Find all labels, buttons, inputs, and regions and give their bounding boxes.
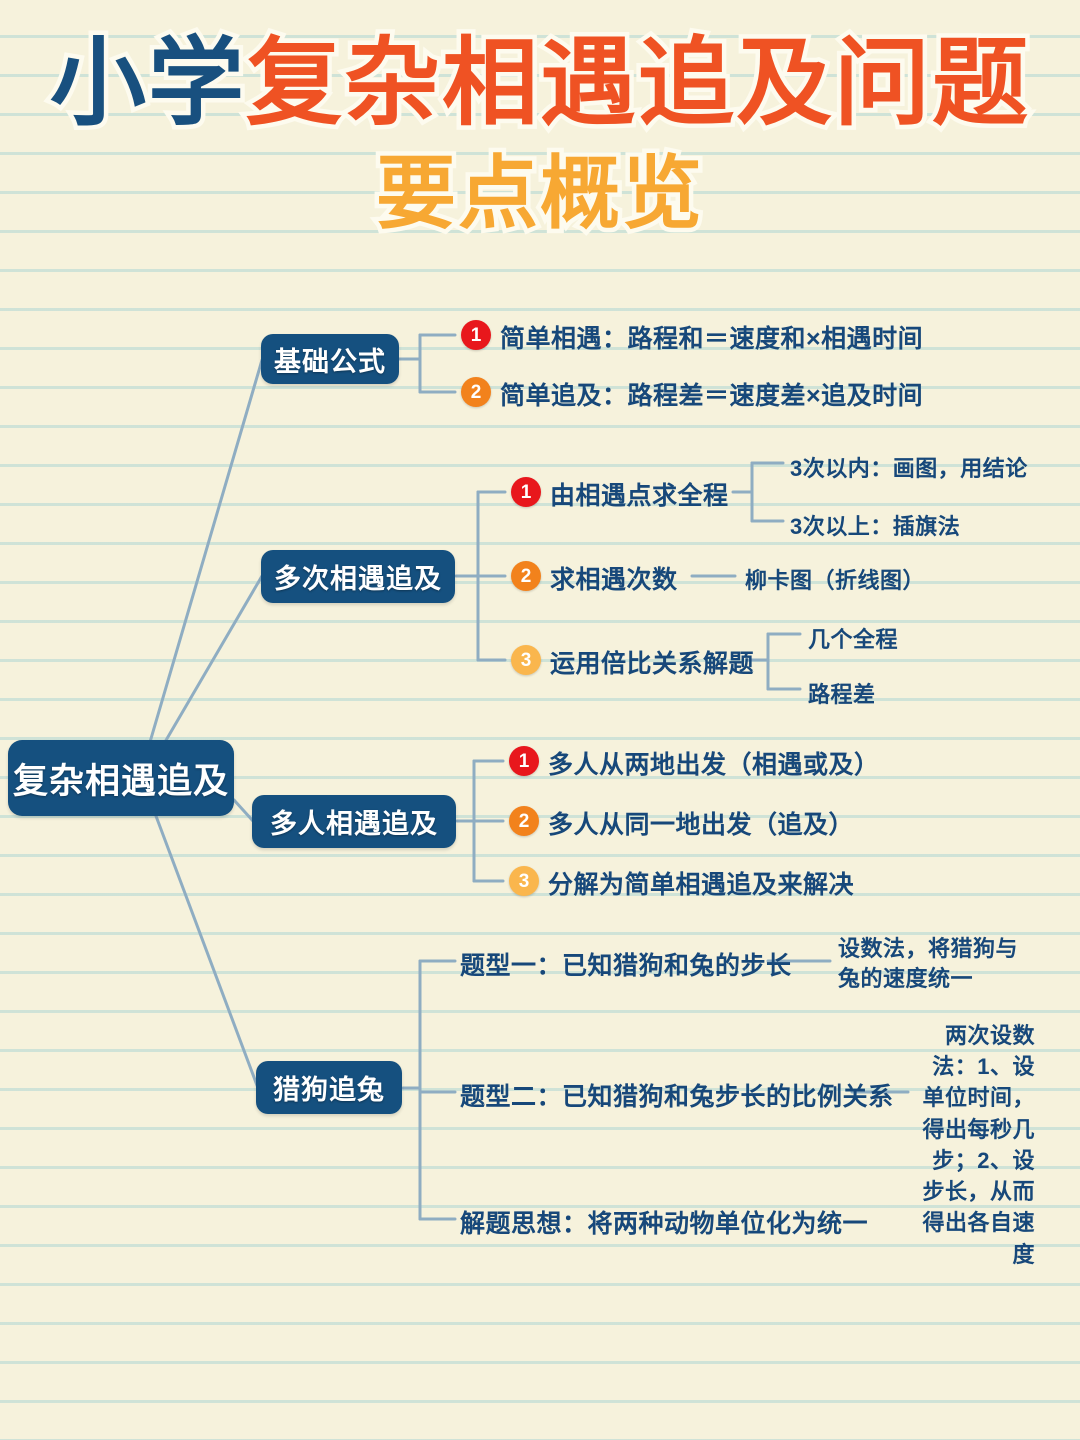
title-text-blue: 小学 [46, 30, 249, 137]
edge-root-to-b2 [163, 574, 264, 744]
edge-root-to-b4 [154, 814, 260, 1090]
leaf-b4-item-2-child-1: 两次设数法：1、设单位时间，得出每秒几步；2、设步长，从而得出各自速度 [922, 1023, 1035, 1267]
badge-2: 2 [511, 561, 541, 591]
badge-1: 1 [461, 320, 491, 350]
branch-node-label: 猎狗追兔 [273, 1075, 385, 1105]
badge-2: 2 [461, 377, 491, 407]
branch-node-label: 多人相遇追及 [270, 809, 438, 839]
title-line-primary: 小学复杂相遇追及问题 [0, 31, 1080, 136]
root-node-label: 复杂相遇追及 [12, 761, 229, 801]
branch-node-label: 多次相遇追及 [274, 564, 442, 594]
leaf-b3-item-2: 多人从同一地出发（追及） [548, 811, 855, 839]
leaf-b2-item-1: 由相遇点求全程 [550, 482, 729, 510]
leaf-b1-item-1: 简单相遇：路程和＝速度和×相遇时间 [500, 325, 924, 353]
branch-node-hound-chasing-rabbit[interactable]: 猎狗追兔 [256, 1061, 402, 1114]
leaf-b2-item-1-child-2: 3次以上：插旗法 [790, 514, 961, 539]
badge-3: 3 [509, 866, 539, 896]
leaf-b2-item-3-child-2: 路程差 [808, 682, 876, 707]
badge-3: 3 [511, 645, 541, 675]
leaf-b2-item-2: 求相遇次数 [550, 566, 678, 594]
badge-1: 1 [511, 477, 541, 507]
leaf-b4-item-3: 解题思想：将两种动物单位化为统一 [460, 1210, 869, 1238]
title-line-secondary: 要点概览 [0, 149, 1080, 238]
edge-root-to-b3 [232, 798, 255, 823]
branch-node-basic-formula[interactable]: 基础公式 [261, 334, 399, 384]
leaf-b3-item-1: 多人从两地出发（相遇或及） [548, 751, 880, 779]
title-subtitle-text: 要点概览 [372, 149, 707, 238]
root-node[interactable]: 复杂相遇追及 [8, 740, 234, 816]
leaf-b2-item-1-child-1: 3次以内：画图，用结论 [790, 456, 1028, 481]
badge-1: 1 [509, 746, 539, 776]
branch-node-label: 基础公式 [274, 346, 386, 377]
page-title: 小学复杂相遇追及问题 要点概览 [0, 31, 1080, 238]
badge-2: 2 [509, 806, 539, 836]
leaf-b3-item-3: 分解为简单相遇追及来解决 [548, 871, 855, 899]
leaf-b2-item-2-child-1: 柳卡图（折线图） [745, 568, 926, 593]
leaf-b4-item-1-child-1: 设数法，将猎狗与兔的速度统一 [838, 936, 1019, 992]
leaf-b2-item-3-child-1: 几个全程 [808, 627, 899, 652]
leaf-b2-item-3: 运用倍比关系解题 [550, 650, 755, 678]
branch-node-multiple-meeting[interactable]: 多次相遇追及 [261, 550, 455, 603]
leaf-b1-item-2: 简单追及：路程差＝速度差×追及时间 [500, 382, 924, 410]
leaf-b4-item-2: 题型二：已知猎狗和兔步长的比例关系 [460, 1083, 894, 1111]
edge-root-to-b1 [148, 358, 264, 744]
title-text-orange: 复杂相遇追及问题 [242, 30, 1033, 137]
leaf-b4-item-1: 题型一：已知猎狗和兔的步长 [460, 952, 792, 980]
branch-node-multi-person[interactable]: 多人相遇追及 [252, 795, 456, 848]
